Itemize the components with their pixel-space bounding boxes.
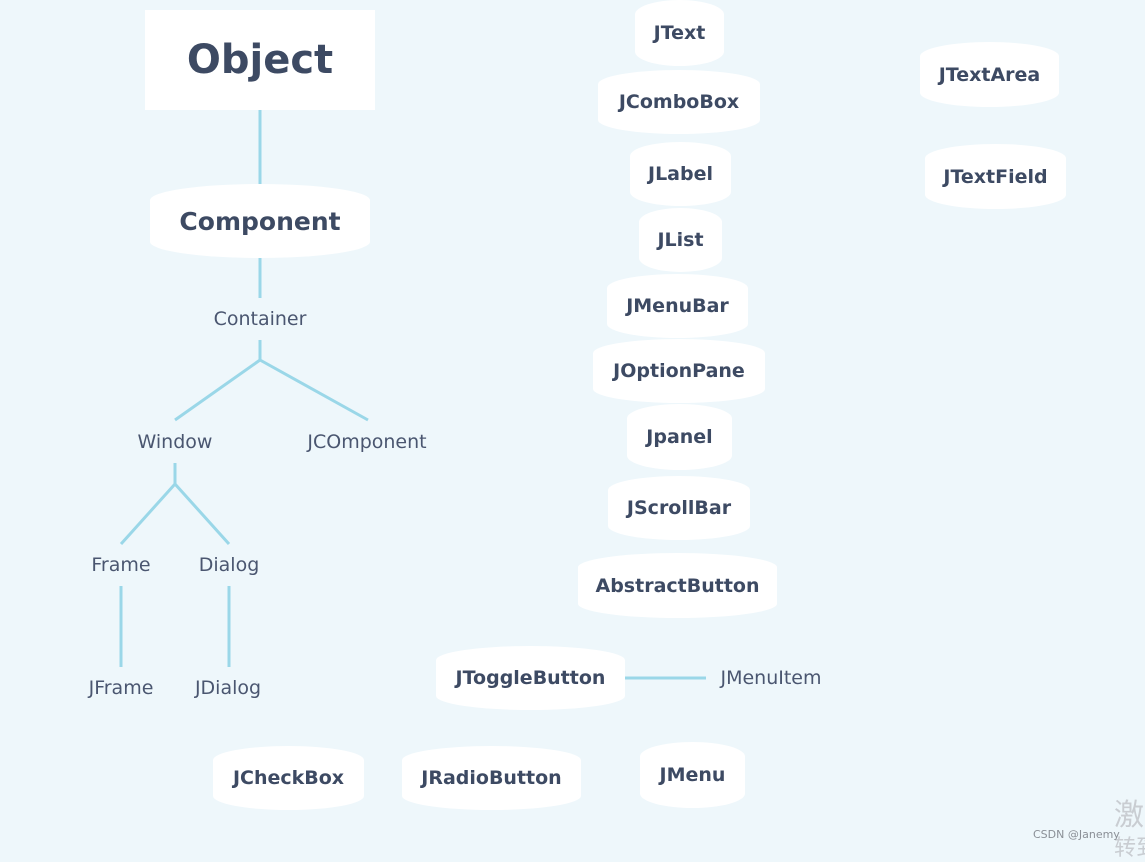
node-jlist: JList — [639, 208, 722, 272]
node-abstractbutton: AbstractButton — [578, 553, 777, 618]
node-dialog: Dialog — [198, 554, 260, 576]
edge-container-jcomponent — [259, 358, 369, 422]
watermark-credit: CSDN @Janemy — [1033, 828, 1120, 841]
node-jcheckbox: JCheckBox — [213, 746, 364, 810]
node-container: Container — [213, 308, 307, 330]
node-jdialog: JDialog — [194, 677, 262, 699]
node-jlabel: JLabel — [630, 142, 731, 206]
node-component: Component — [150, 184, 370, 258]
edge-window-dialog — [173, 482, 231, 546]
node-frame: Frame — [91, 554, 151, 576]
edge-window-frame — [119, 482, 177, 546]
node-jmenuitem: JMenuItem — [720, 667, 822, 689]
node-jcomponent: JCOmponent — [307, 431, 427, 453]
node-jradiobutton: JRadioButton — [402, 746, 581, 810]
watermark-cjk-1: 激 — [1114, 798, 1144, 833]
node-window: Window — [137, 431, 213, 453]
node-joptionpane: JOptionPane — [593, 339, 765, 403]
node-jtogglebutton: JToggleButton — [436, 646, 625, 710]
node-jframe: JFrame — [88, 677, 154, 699]
node-jcombobox: JComboBox — [598, 70, 760, 134]
edge-container-window — [174, 358, 261, 422]
node-object: Object — [145, 10, 375, 110]
node-jtextarea: JTextArea — [920, 42, 1059, 107]
node-jtext: JText — [635, 0, 724, 66]
node-jmenubar: JMenuBar — [607, 274, 748, 338]
node-jtextfield: JTextField — [925, 144, 1066, 209]
node-jpanel: Jpanel — [627, 404, 732, 470]
node-jscrollbar: JScrollBar — [608, 476, 750, 540]
node-jmenu: JMenu — [640, 742, 745, 808]
